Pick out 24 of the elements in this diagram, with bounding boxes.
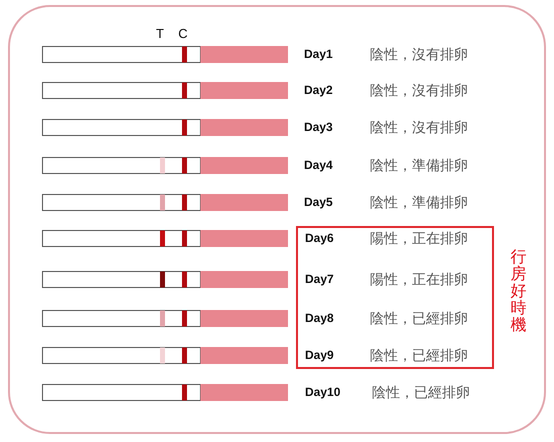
day-label: Day6 — [305, 230, 334, 246]
day-label: Day7 — [305, 272, 334, 286]
result-text: 陰性，已經排卵 — [372, 384, 470, 400]
day-label: Day2 — [304, 83, 333, 98]
day-label: Day9 — [305, 348, 334, 362]
day-label: Day10 — [305, 384, 340, 400]
result-text: 陰性，沒有排卵 — [370, 119, 468, 136]
result-text: 陽性，正在排卵 — [370, 230, 468, 246]
result-text: 陰性，已經排卵 — [370, 310, 468, 326]
result-text: 陰性，準備排卵 — [370, 194, 468, 210]
result-text: 陽性，正在排卵 — [370, 270, 468, 288]
result-text: 陰性，沒有排卵 — [370, 46, 468, 62]
result-text: 陰性，已經排卵 — [370, 346, 468, 364]
day-label: Day1 — [304, 46, 333, 62]
result-text: 陰性，準備排卵 — [370, 157, 468, 174]
strip-line-label: C — [178, 26, 188, 40]
day-label: Day4 — [304, 158, 333, 173]
side-note: 行房好時機 — [510, 249, 527, 334]
day-label: Day8 — [305, 310, 334, 326]
result-text: 陰性，沒有排卵 — [370, 82, 468, 99]
day-label: Day3 — [304, 120, 333, 135]
day-label: Day5 — [304, 194, 333, 210]
highlight-box — [296, 226, 494, 369]
strip-line-label: T — [156, 26, 164, 40]
